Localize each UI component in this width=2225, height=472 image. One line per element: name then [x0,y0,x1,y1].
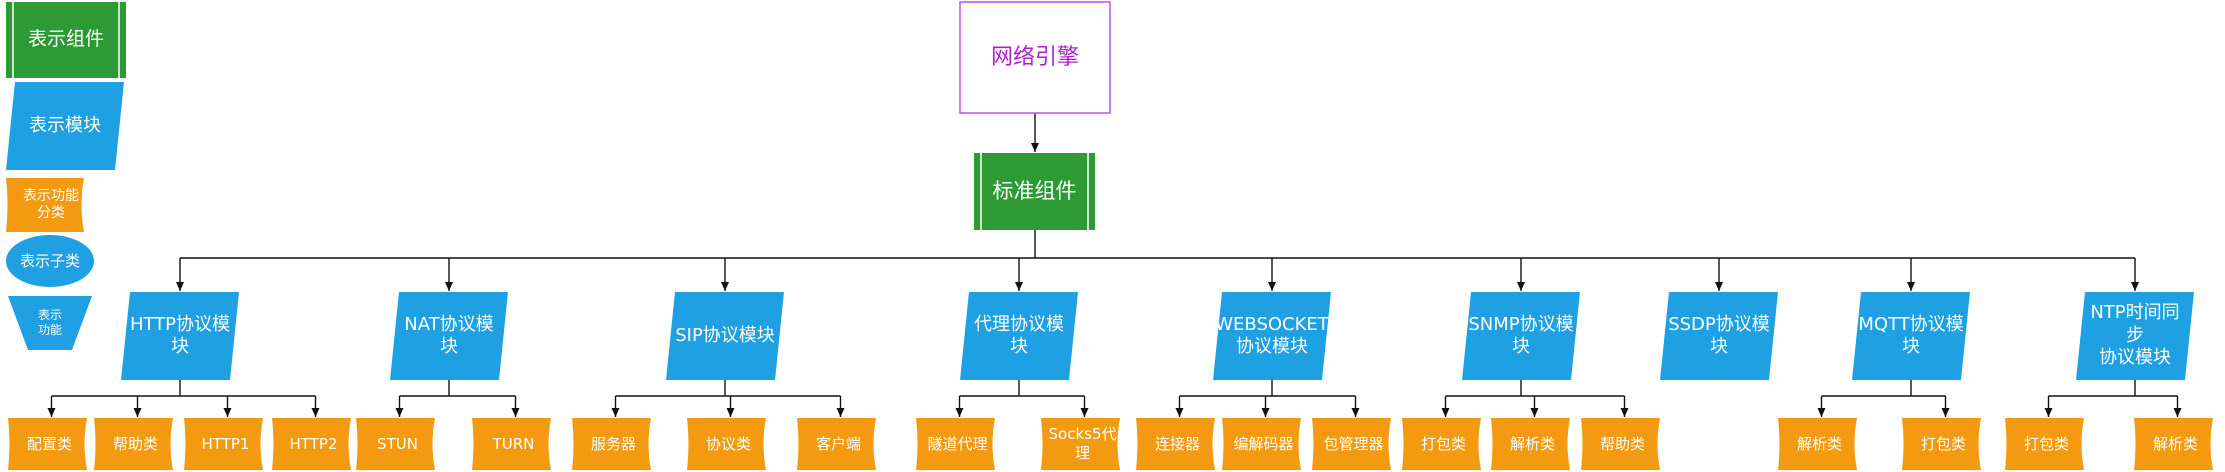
leaf-4-2-shape [1041,418,1120,470]
leaf-9-1-shape [2005,418,2084,470]
leaf-1-3-shape [184,418,263,470]
legend-function-shape [8,296,92,350]
module-3-shape [666,292,784,380]
module-9-shape [2076,292,2194,380]
leaf-3-2-shape [687,418,766,470]
legend-module-shape [6,82,124,170]
module-1-shape [121,292,239,380]
module-7-shape [1660,292,1778,380]
standard-component-shape [974,153,1095,230]
legend-subclass-shape [6,235,94,287]
leaf-6-2-shape [1491,418,1570,470]
leaf-5-2-shape [1222,418,1301,470]
leaf-4-1-shape [916,418,995,470]
leaf-9-2-shape [2134,418,2213,470]
leaf-2-2-shape [472,418,551,470]
leaf-5-1-shape [1136,418,1215,470]
leaf-3-3-shape [797,418,876,470]
leaf-6-1-shape [1402,418,1481,470]
legend-component-shape [6,2,126,78]
module-6-shape [1462,292,1580,380]
leaf-6-3-shape [1581,418,1660,470]
leaf-2-1-shape [356,418,435,470]
leaf-3-1-shape [572,418,651,470]
leaf-1-2-shape [94,418,173,470]
module-5-shape [1213,292,1331,380]
leaf-8-2-shape [1902,418,1981,470]
leaf-1-1-shape [8,418,87,470]
leaf-5-3-shape [1312,418,1391,470]
root-engine-box [959,1,1111,114]
module-8-shape [1852,292,1970,380]
leaf-1-4-shape [272,418,351,470]
leaf-8-1-shape [1778,418,1857,470]
legend-category-shape [6,178,84,232]
module-4-shape [960,292,1078,380]
module-2-shape [390,292,508,380]
